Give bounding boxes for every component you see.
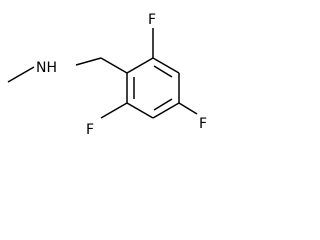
ring-bond-c1-c2 [126, 57, 154, 74]
bond-ch2-ring [100, 57, 128, 74]
fluorine-top-label: F [148, 12, 156, 28]
ring-bond-c4-c5 [152, 102, 180, 119]
bond-c6-f-left [100, 102, 128, 119]
bond-c4-f-right [178, 102, 198, 115]
fluorine-left-label: F [86, 122, 94, 138]
bond-n-ch2 [75, 57, 102, 66]
ring-double-bond-c4-c5 [153, 98, 173, 111]
bond-methyl-n [7, 66, 35, 83]
ring-bond-c2-c3 [152, 57, 180, 74]
fluorine-right-label: F [199, 116, 207, 132]
ring-double-bond-c2-c3 [153, 65, 173, 78]
ring-bond-c5-c6 [126, 102, 154, 119]
amine-label: NH [36, 60, 57, 76]
chemical-structure: NH F F F [7, 12, 207, 138]
